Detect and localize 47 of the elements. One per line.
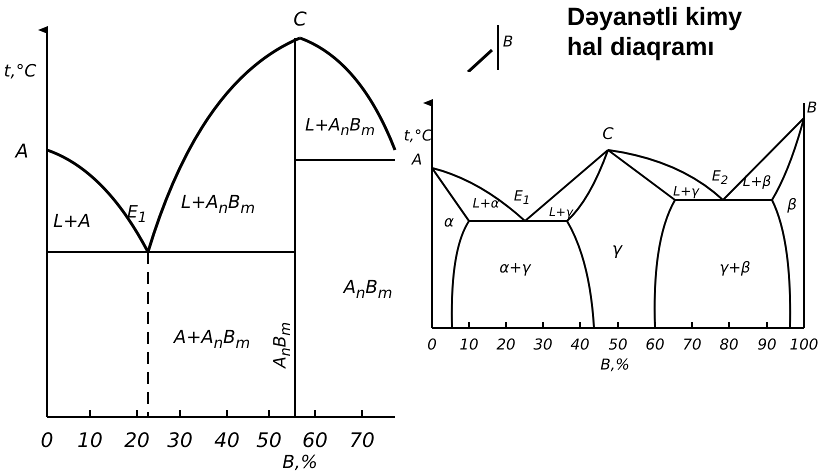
- point-label: E$_{2}$: [712, 169, 728, 187]
- tick-label: 0: [427, 338, 437, 352]
- title: Dəyanətli kimy hal diaqramı: [567, 2, 744, 62]
- tick-label: 60: [302, 430, 328, 450]
- point-label: C: [602, 126, 614, 142]
- point-label: A: [412, 152, 422, 168]
- region-label: L+A: [53, 213, 91, 231]
- tick-label: 40: [570, 338, 590, 352]
- region-label: A$_{n}$B$_{m}$: [344, 279, 392, 301]
- region-label: L+A$_{n}$B$_{m}$: [181, 194, 255, 216]
- region-label: A+A$_{n}$B$_{m}$: [174, 329, 250, 351]
- tick-label: 50: [256, 430, 282, 450]
- region-label: α+γ: [499, 260, 531, 276]
- tick-label: 80: [719, 338, 739, 352]
- region-label: γ+β: [719, 260, 751, 276]
- point-label: E$_{1}$: [514, 189, 530, 207]
- axis-label: B,%: [282, 454, 318, 472]
- point-label: C: [293, 10, 307, 30]
- region-label: L+A$_{n}$B$_{m}$: [305, 118, 375, 138]
- axis-label: B,%: [600, 358, 630, 372]
- tick-label: 70: [349, 430, 375, 450]
- axis-label: t,°C: [4, 64, 36, 80]
- region-label: β: [787, 198, 797, 212]
- tick-label: 100: [790, 338, 818, 352]
- point-label: B: [502, 34, 514, 50]
- region-label: L+α: [472, 198, 500, 210]
- tick-label: 50: [608, 338, 628, 352]
- tick-label: 70: [682, 338, 702, 352]
- axis-label: t,°C: [404, 128, 432, 144]
- region-label: L+β: [742, 175, 772, 189]
- tick-label: 90: [757, 338, 777, 352]
- tick-label: 10: [77, 430, 103, 450]
- point-label: B: [806, 100, 818, 116]
- tick-label: 40: [214, 430, 240, 450]
- region-label: γ: [612, 242, 622, 258]
- tick-label: 60: [645, 338, 665, 352]
- region-label: L+γ: [673, 186, 699, 198]
- tick-label: 20: [496, 338, 516, 352]
- point-label: A: [16, 142, 28, 162]
- region-label: L+γ: [549, 206, 573, 218]
- tick-label: 30: [167, 430, 193, 450]
- tick-label: 30: [533, 338, 553, 352]
- region-label: α: [444, 214, 454, 230]
- point-label: E$_{1}$: [127, 204, 147, 226]
- tick-label: 0: [40, 430, 54, 450]
- tick-label: 20: [124, 430, 150, 450]
- tick-label: 10: [459, 338, 479, 352]
